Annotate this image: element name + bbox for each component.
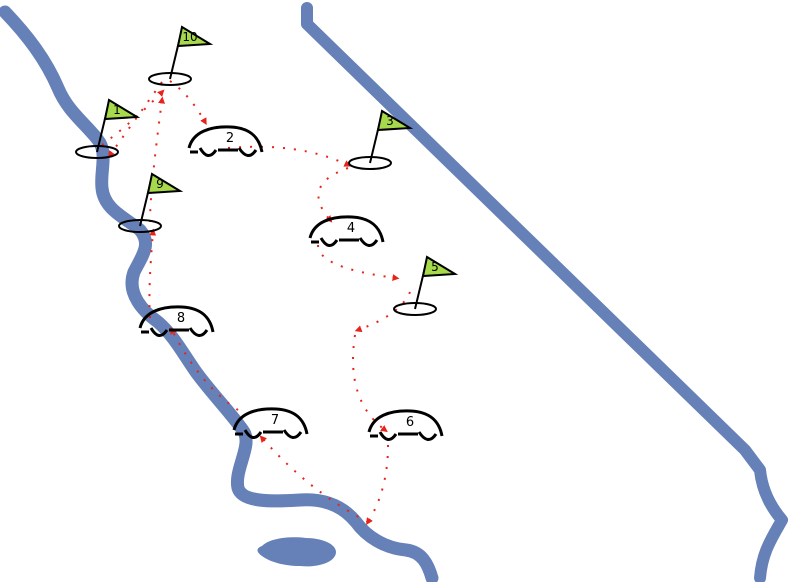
car-marker-4[interactable]: 4 — [308, 215, 385, 247]
car-number-label: 8 — [177, 311, 185, 326]
car-number-label: 7 — [271, 413, 279, 428]
flag-pennant — [176, 25, 214, 48]
car-wheel-front — [149, 327, 169, 337]
flag-number-label: 3 — [386, 114, 394, 128]
car-marker-6[interactable]: 6 — [367, 409, 444, 441]
car-body — [367, 409, 444, 437]
flag-marker-5[interactable]: 5 — [393, 255, 459, 316]
car-marker-2[interactable]: 2 — [187, 125, 264, 157]
river-left — [0, 5, 439, 582]
route-segment — [366, 444, 389, 525]
route-segment — [354, 291, 411, 333]
car-wheel-rear — [237, 147, 258, 157]
flag-marker-1[interactable]: 1 — [75, 98, 141, 159]
car-wheel-front — [243, 429, 263, 439]
flag-base-ring — [393, 302, 437, 316]
car-wheel-front — [378, 431, 398, 441]
flag-base-ring — [75, 145, 119, 159]
flag-base-ring — [118, 219, 162, 233]
route-segment — [169, 80, 207, 126]
route-segment — [227, 145, 352, 167]
flag-pennant — [146, 172, 184, 195]
flag-number-label: 5 — [431, 260, 439, 274]
flag-number-label: 10 — [182, 30, 197, 44]
car-wheel-rear — [417, 431, 438, 441]
flag-pennant — [376, 109, 414, 132]
car-number-label: 2 — [226, 131, 234, 146]
route-segment — [317, 244, 400, 282]
stops-layer: 1 2 3 4 5 6 7 8 9 10 — [75, 25, 459, 441]
car-wheel-rear — [188, 327, 209, 337]
car-body — [187, 125, 264, 153]
flag-base-ring — [348, 156, 392, 170]
car-number-label: 4 — [347, 221, 355, 236]
flag-base-ring — [148, 72, 192, 86]
car-wheel-front — [319, 237, 339, 247]
route-segment — [352, 334, 388, 433]
car-body — [308, 215, 385, 243]
route-segment — [107, 81, 163, 158]
flag-marker-3[interactable]: 3 — [348, 109, 414, 170]
route-layer — [101, 80, 411, 525]
car-wheel-front — [198, 147, 218, 157]
flag-pennant — [421, 255, 459, 278]
car-marker-8[interactable]: 8 — [138, 305, 215, 337]
car-wheel-rear — [358, 237, 379, 247]
car-number-label: 6 — [406, 415, 414, 430]
flag-marker-9[interactable]: 9 — [118, 172, 184, 233]
pond — [257, 537, 336, 567]
car-marker-7[interactable]: 7 — [232, 407, 309, 439]
route-segment — [149, 96, 166, 223]
car-body — [138, 305, 215, 333]
flag-number-label: 9 — [156, 177, 164, 191]
car-body — [232, 407, 309, 435]
flag-marker-10[interactable]: 10 — [148, 25, 214, 86]
route-segment — [317, 167, 349, 223]
flag-number-label: 1 — [113, 103, 121, 117]
flag-pennant — [103, 98, 141, 121]
car-wheel-rear — [282, 429, 303, 439]
route-segment — [259, 435, 369, 523]
river-right — [301, 2, 788, 582]
